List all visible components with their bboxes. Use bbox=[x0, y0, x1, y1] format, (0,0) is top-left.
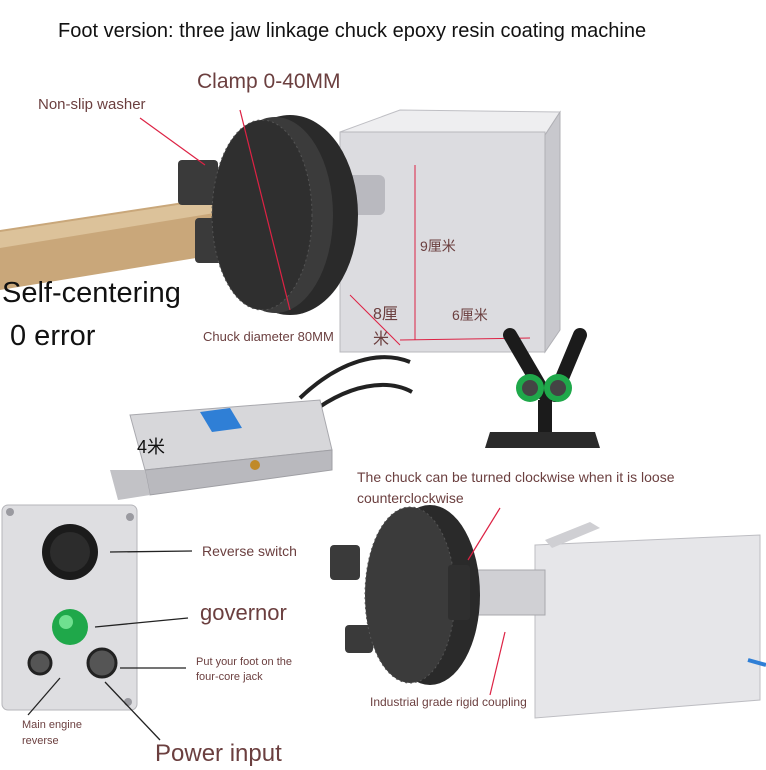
depth-dimension-label-cont: 米 bbox=[373, 331, 390, 348]
clamp-range-label: Clamp 0-40MM bbox=[197, 70, 341, 93]
main-engine-reverse-label: Main engine bbox=[22, 719, 82, 731]
rigid-coupling bbox=[469, 569, 546, 616]
cable-length-label: 4米 bbox=[137, 437, 166, 457]
reverse-jack bbox=[27, 650, 53, 676]
width-dimension-label: 6厘米 bbox=[452, 307, 488, 323]
bottom-machine bbox=[330, 505, 766, 719]
control-panel bbox=[1, 504, 193, 741]
motor-box bbox=[339, 131, 546, 353]
top-machine bbox=[0, 109, 561, 354]
four-core-jack bbox=[86, 647, 118, 679]
main-engine-reverse-label-cont: reverse bbox=[22, 735, 59, 747]
zero-error-label: 0 error bbox=[10, 320, 96, 352]
power-input-label: Power input bbox=[155, 740, 282, 767]
wooden-rod bbox=[0, 195, 245, 290]
depth-dimension-label: 8厘 bbox=[373, 306, 398, 323]
governor-label: governor bbox=[200, 600, 287, 625]
foot-jack-label: Put your foot on the bbox=[196, 656, 293, 668]
non-slip-washer-label: Non-slip washer bbox=[38, 96, 146, 113]
coupling-label: Industrial grade rigid coupling bbox=[370, 695, 527, 709]
foot-pedal bbox=[110, 355, 413, 500]
chuck-diameter-label: Chuck diameter 80MM bbox=[203, 329, 334, 344]
foot-jack-label-cont: four-core jack bbox=[196, 671, 263, 683]
page-title: Foot version: three jaw linkage chuck ep… bbox=[58, 20, 647, 42]
pedal-marker bbox=[200, 408, 242, 432]
reverse-switch-label: Reverse switch bbox=[202, 543, 297, 559]
roller-support bbox=[485, 328, 600, 448]
chuck-turn-note-cont: counterclockwise bbox=[357, 490, 464, 506]
height-dimension-label: 9厘米 bbox=[420, 238, 456, 254]
self-centering-label: Self-centering bbox=[2, 277, 181, 309]
chuck-turn-note: The chuck can be turned clockwise when i… bbox=[357, 469, 675, 485]
chuck-jaw bbox=[178, 160, 218, 205]
